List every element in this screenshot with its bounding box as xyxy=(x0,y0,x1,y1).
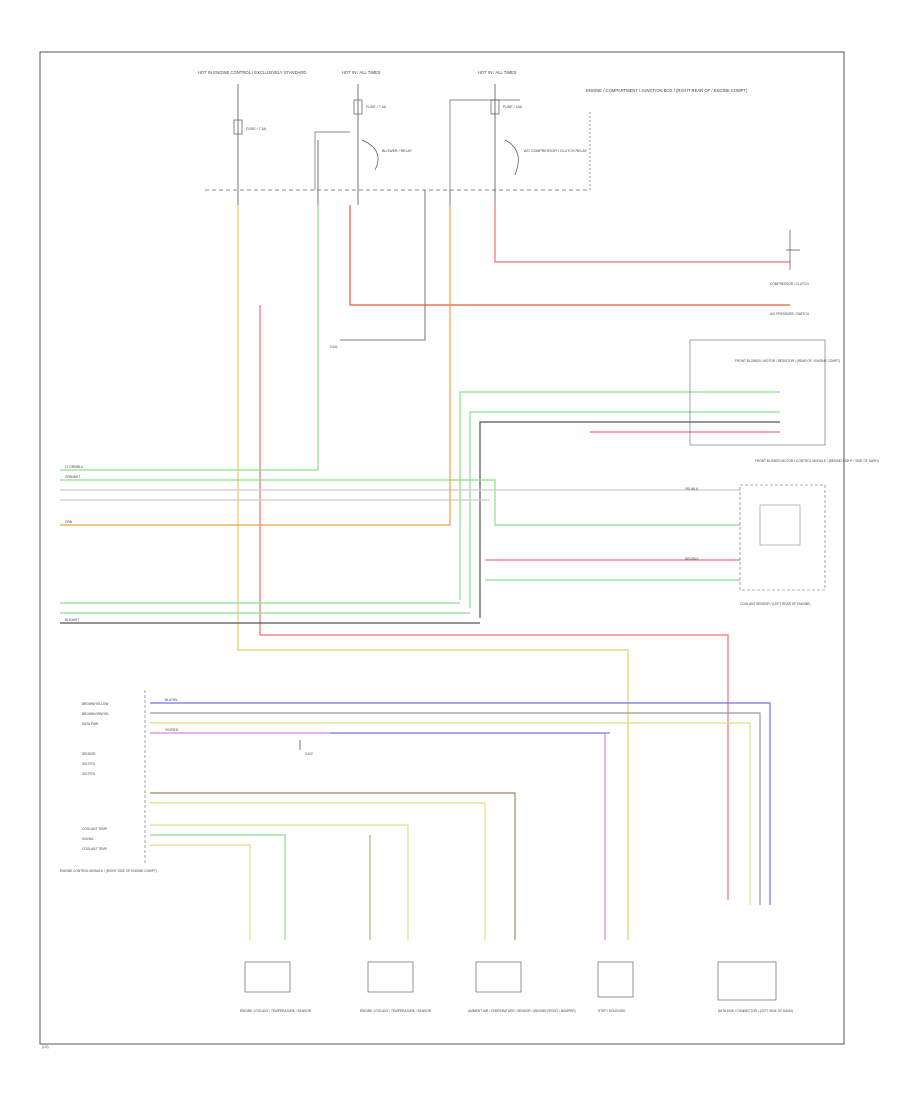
bottom-data-link xyxy=(717,961,777,1001)
bottom-sensor-3 xyxy=(475,961,522,993)
feed-label-a: HOT IN ENGINE CONTROL / EXCLUSIVELY STAN… xyxy=(198,70,306,75)
wire-harness xyxy=(60,205,790,940)
pressure-switch-label: A/C PRESSURE / SWITCH xyxy=(770,312,810,316)
bottom-sensor-2 xyxy=(367,961,414,993)
fuse-b-label: FUSE / 7.5A xyxy=(366,105,387,109)
coolant-sensor-label: COOLANT SENSOR / (LEFT REAR OF ENGINE) xyxy=(740,602,810,606)
bottom-sensor-1 xyxy=(244,961,291,993)
wire-label-dkgrn: LT GRN/BLK xyxy=(65,465,84,469)
top-feed-lines xyxy=(237,84,496,341)
bottom-step-solenoid-label: STEP / SOLENOID xyxy=(598,1009,626,1013)
wire-orange-red xyxy=(349,205,790,306)
wire-green-left-1 xyxy=(60,205,319,471)
wire-green-ecm xyxy=(150,834,286,940)
wire-label-grn: GRN/WHT xyxy=(65,475,80,479)
ground-g102-label: G102 xyxy=(305,752,313,756)
wire-green-upper-2 xyxy=(469,411,780,608)
fuse-a-label: FUSE / 7.5A xyxy=(246,127,267,131)
wire-green-upper-1 xyxy=(459,391,780,600)
ecm-pin-6: SIG RTN xyxy=(82,772,96,776)
blower-resistor-box xyxy=(689,339,826,446)
relay-c-symbol xyxy=(490,99,519,176)
relay-b-label: BLOWER / RELAY xyxy=(382,149,413,153)
feed-label-c: HOT IN / ALL TIMES xyxy=(478,70,517,75)
ecm-pin-2: BROWN/GRN/YEL xyxy=(82,712,109,716)
ecm-label: ENGINE CONTROL MODULE / (RIGHT SIDE OF E… xyxy=(60,869,157,873)
wire-gray-ecm xyxy=(150,712,761,905)
relay-b-symbol xyxy=(353,99,379,171)
relay-c-label: A/C COMPRESSOR / CLUTCH RELAY xyxy=(524,149,588,153)
junction-box-outline xyxy=(205,99,591,191)
blower-motor-inner xyxy=(759,504,801,546)
wire-yellow-vertical xyxy=(237,205,629,940)
wire-yellow-ecm-4 xyxy=(150,844,251,940)
wire-orange-left xyxy=(60,205,451,526)
wire-brown-ecm-1 xyxy=(150,792,516,940)
wire-yellow-ecm-2 xyxy=(150,802,486,940)
diagram-border xyxy=(39,51,845,1045)
ecm-pin-list: BROWN/YELLOW BROWN/GRN/YEL DATA PWR SENS… xyxy=(82,702,109,851)
wire-green-left-2 xyxy=(60,479,740,526)
wire-label-yel: YEL/BLU xyxy=(685,487,699,491)
wire-violet-ecm xyxy=(150,732,606,940)
wire-yellow-ecm xyxy=(150,722,751,905)
ecm-pin-1: BROWN/YELLOW xyxy=(82,702,108,706)
blower-motor-box xyxy=(739,484,826,591)
wire-yellow-ecm-3 xyxy=(150,824,409,940)
ground-g101-label: G101 xyxy=(330,345,338,349)
wire-label-blu: BLU/YEL xyxy=(165,698,178,702)
bottom-sensor-3-label: AMBIENT AIR / TEMPERATURE / SENSOR / (BE… xyxy=(468,1009,576,1013)
wire-red-top xyxy=(494,205,790,263)
ecm-pin-3: DATA PWR xyxy=(82,722,99,726)
compressor-clutch-label: COMPRESSOR / CLUTCH xyxy=(770,282,809,286)
footer-code: (1/2) xyxy=(42,1045,49,1049)
ecm-pin-5: SIG RTN xyxy=(82,762,96,766)
bottom-sensor-1-label: ENGINE COOLANT / TEMPERATURE / SENSOR xyxy=(240,1009,312,1013)
ecm-pin-8: SIGNAL xyxy=(82,837,94,841)
compressor-clutch-symbol xyxy=(786,230,800,270)
fuse-a-symbol xyxy=(233,119,243,135)
blower-motor-label: FRONT BLOWER MOTOR / CONTROL MODULE / (B… xyxy=(755,459,879,463)
wire-label-vio: VIO/RED xyxy=(165,728,179,732)
ecm-pin-7: COOLANT TEMP xyxy=(82,827,107,831)
bottom-step-solenoid xyxy=(597,961,634,998)
feed-label-b: HOT IN / ALL TIMES xyxy=(342,70,381,75)
blower-resistor-label: FRONT BLOWER / MOTOR / RESISTOR / (REAR … xyxy=(735,359,840,363)
wire-label-red: RED/BLK xyxy=(685,557,700,561)
wire-label-orn: ORN xyxy=(65,520,73,524)
wire-label-blk: BLK/WHT xyxy=(65,618,79,622)
ecm-pin-4: SENSOR xyxy=(82,752,96,756)
fuse-c-label: FUSE / 10A xyxy=(503,105,523,109)
wire-black-upper xyxy=(479,421,780,618)
bottom-data-link-label: DATA LINK / CONNECTOR / (LEFT SIDE OF DA… xyxy=(718,1009,793,1013)
ecm-pin-9: COOLANT TEMP xyxy=(82,847,107,851)
wire-blue-ecm xyxy=(150,702,771,905)
bottom-sensor-2-label: ENGINE COOLANT / TEMPERATURE / SENSOR xyxy=(360,1009,432,1013)
junction-box-label: ENGINE / COMPARTMENT / JUNCTION BOX / (R… xyxy=(586,88,748,93)
